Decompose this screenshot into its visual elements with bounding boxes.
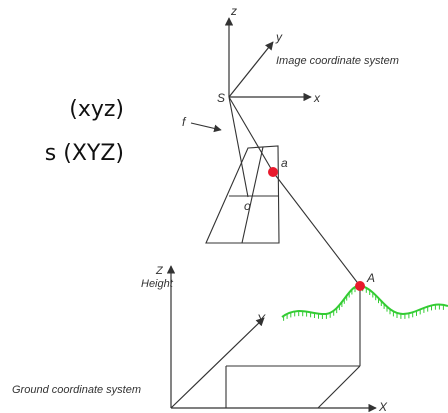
ground-point-dot: [355, 281, 365, 291]
image-y-axis: [228, 41, 274, 98]
terrain-ticks: [283, 285, 444, 321]
image-point-label: a: [281, 156, 288, 170]
terrain-profile: [281, 284, 448, 321]
ground-y-label: Y: [257, 312, 266, 326]
diagram-points: [268, 167, 365, 291]
ground-x-label: X: [378, 400, 388, 413]
focal-ray: [228, 96, 249, 198]
image-system-title: Image coordinate system: [276, 55, 399, 67]
image-z-label: z: [230, 4, 237, 18]
focal-length-label: f: [182, 115, 187, 129]
ground-projection-box: [225, 286, 361, 409]
image-point-dot: [268, 167, 278, 177]
principal-point-label: o: [244, 199, 251, 213]
ground-front-diagonal: [317, 365, 361, 409]
image-coordinate-axes: [224, 17, 312, 102]
ray-to-ground-point: [272, 171, 361, 287]
focal-pointer: [190, 122, 222, 133]
ground-point-label: A: [366, 271, 375, 285]
height-label: Height: [141, 278, 174, 290]
image-plane-divider-vertical: [241, 146, 264, 244]
ground-y-axis: [170, 317, 265, 409]
ground-coordinate-axes: [166, 265, 377, 413]
projection-rays: [190, 96, 361, 287]
perspective-center-label: S: [217, 91, 225, 105]
ground-coordinates-label: s (XYZ): [44, 143, 124, 165]
image-y-label: y: [275, 30, 283, 44]
image-plane-outline: [205, 145, 280, 244]
ray-to-image-point: [228, 96, 274, 173]
image-coordinates-label: (xyz): [69, 99, 124, 121]
ground-z-label: Z: [155, 265, 164, 277]
image-x-label: x: [313, 91, 321, 105]
image-plane: [205, 145, 280, 244]
ground-system-title: Ground coordinate system: [12, 384, 141, 396]
